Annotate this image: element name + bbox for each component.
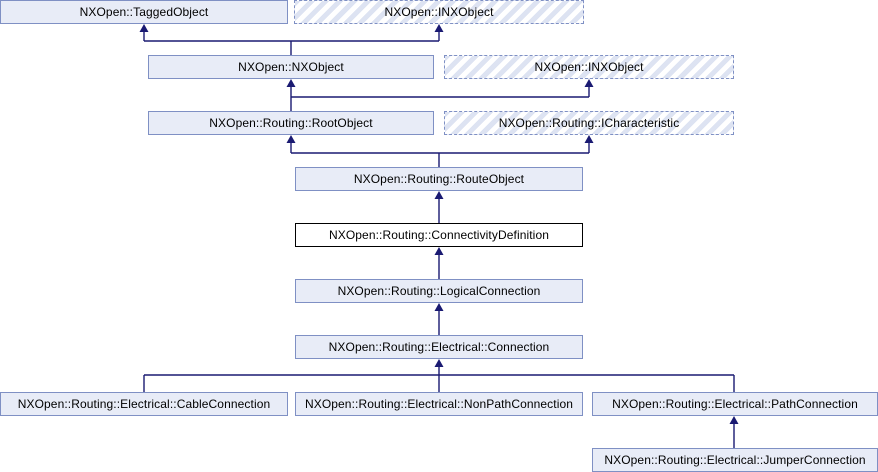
arrowhead-pathconnection-up (729, 416, 739, 424)
class-node-logicalconnection[interactable]: NXOpen::Routing::LogicalConnection (295, 279, 583, 303)
class-node-label: NXOpen::NXObject (238, 59, 344, 74)
class-node-rootobject[interactable]: NXOpen::Routing::RootObject (148, 111, 434, 135)
class-node-label: NXOpen::INXObject (534, 59, 644, 74)
arrowhead-nxobject (286, 79, 296, 87)
class-node-nxobject[interactable]: NXOpen::NXObject (148, 55, 434, 79)
class-node-inxobject-second[interactable]: NXOpen::INXObject (444, 55, 734, 79)
class-node-label: NXOpen::TaggedObject (79, 4, 209, 19)
class-node-label: NXOpen::Routing::Electrical::JumperConne… (604, 452, 866, 467)
class-node-label: NXOpen::Routing::RouteObject (353, 171, 525, 186)
class-node-cableconnection[interactable]: NXOpen::Routing::Electrical::CableConnec… (0, 392, 288, 416)
class-node-taggedobject[interactable]: NXOpen::TaggedObject (0, 0, 288, 24)
class-node-jumperconnection[interactable]: NXOpen::Routing::Electrical::JumperConne… (592, 448, 878, 472)
arrowhead-inxobject-top (434, 24, 444, 32)
class-node-label: NXOpen::Routing::Electrical::PathConnect… (612, 396, 858, 411)
arrowhead-routeobject-up (434, 191, 444, 199)
class-node-nonpathconnection[interactable]: NXOpen::Routing::Electrical::NonPathConn… (295, 392, 583, 416)
class-node-routeobject[interactable]: NXOpen::Routing::RouteObject (295, 167, 583, 191)
class-node-label: NXOpen::Routing::ICharacteristic (498, 115, 680, 130)
class-node-label: NXOpen::Routing::RootObject (209, 115, 373, 130)
class-node-inxobject-top[interactable]: NXOpen::INXObject (294, 0, 584, 24)
class-node-label: NXOpen::Routing::ConnectivityDefinition (328, 227, 549, 242)
class-node-label: NXOpen::Routing::Electrical::CableConnec… (17, 396, 271, 411)
class-node-connectivitydefinition[interactable]: NXOpen::Routing::ConnectivityDefinition (295, 223, 583, 247)
class-node-icharacteristic[interactable]: NXOpen::Routing::ICharacteristic (444, 111, 734, 135)
arrowhead-electricalconnection-up (434, 359, 444, 367)
edge-group-routeobject-parents (290, 143, 590, 167)
arrowhead-rootobject (286, 135, 296, 143)
arrowhead-connectivitydefinition-up (434, 247, 444, 255)
arrowhead-logicalconnection-up (434, 303, 444, 311)
arrowhead-taggedobject (139, 24, 149, 32)
arrowhead-icharacteristic (584, 135, 594, 143)
edge-group-nxobject-parents (143, 31, 440, 55)
class-node-label: NXOpen::Routing::Electrical::NonPathConn… (304, 396, 574, 411)
class-node-label: NXOpen::Routing::LogicalConnection (337, 283, 541, 298)
class-node-electricalconnection[interactable]: NXOpen::Routing::Electrical::Connection (295, 335, 583, 359)
class-node-pathconnection[interactable]: NXOpen::Routing::Electrical::PathConnect… (592, 392, 878, 416)
class-node-label: NXOpen::INXObject (384, 4, 494, 19)
edge-group-rootobject-parents (290, 87, 590, 111)
arrowhead-inxobject-second (584, 79, 594, 87)
class-node-label: NXOpen::Routing::Electrical::Connection (328, 339, 550, 354)
